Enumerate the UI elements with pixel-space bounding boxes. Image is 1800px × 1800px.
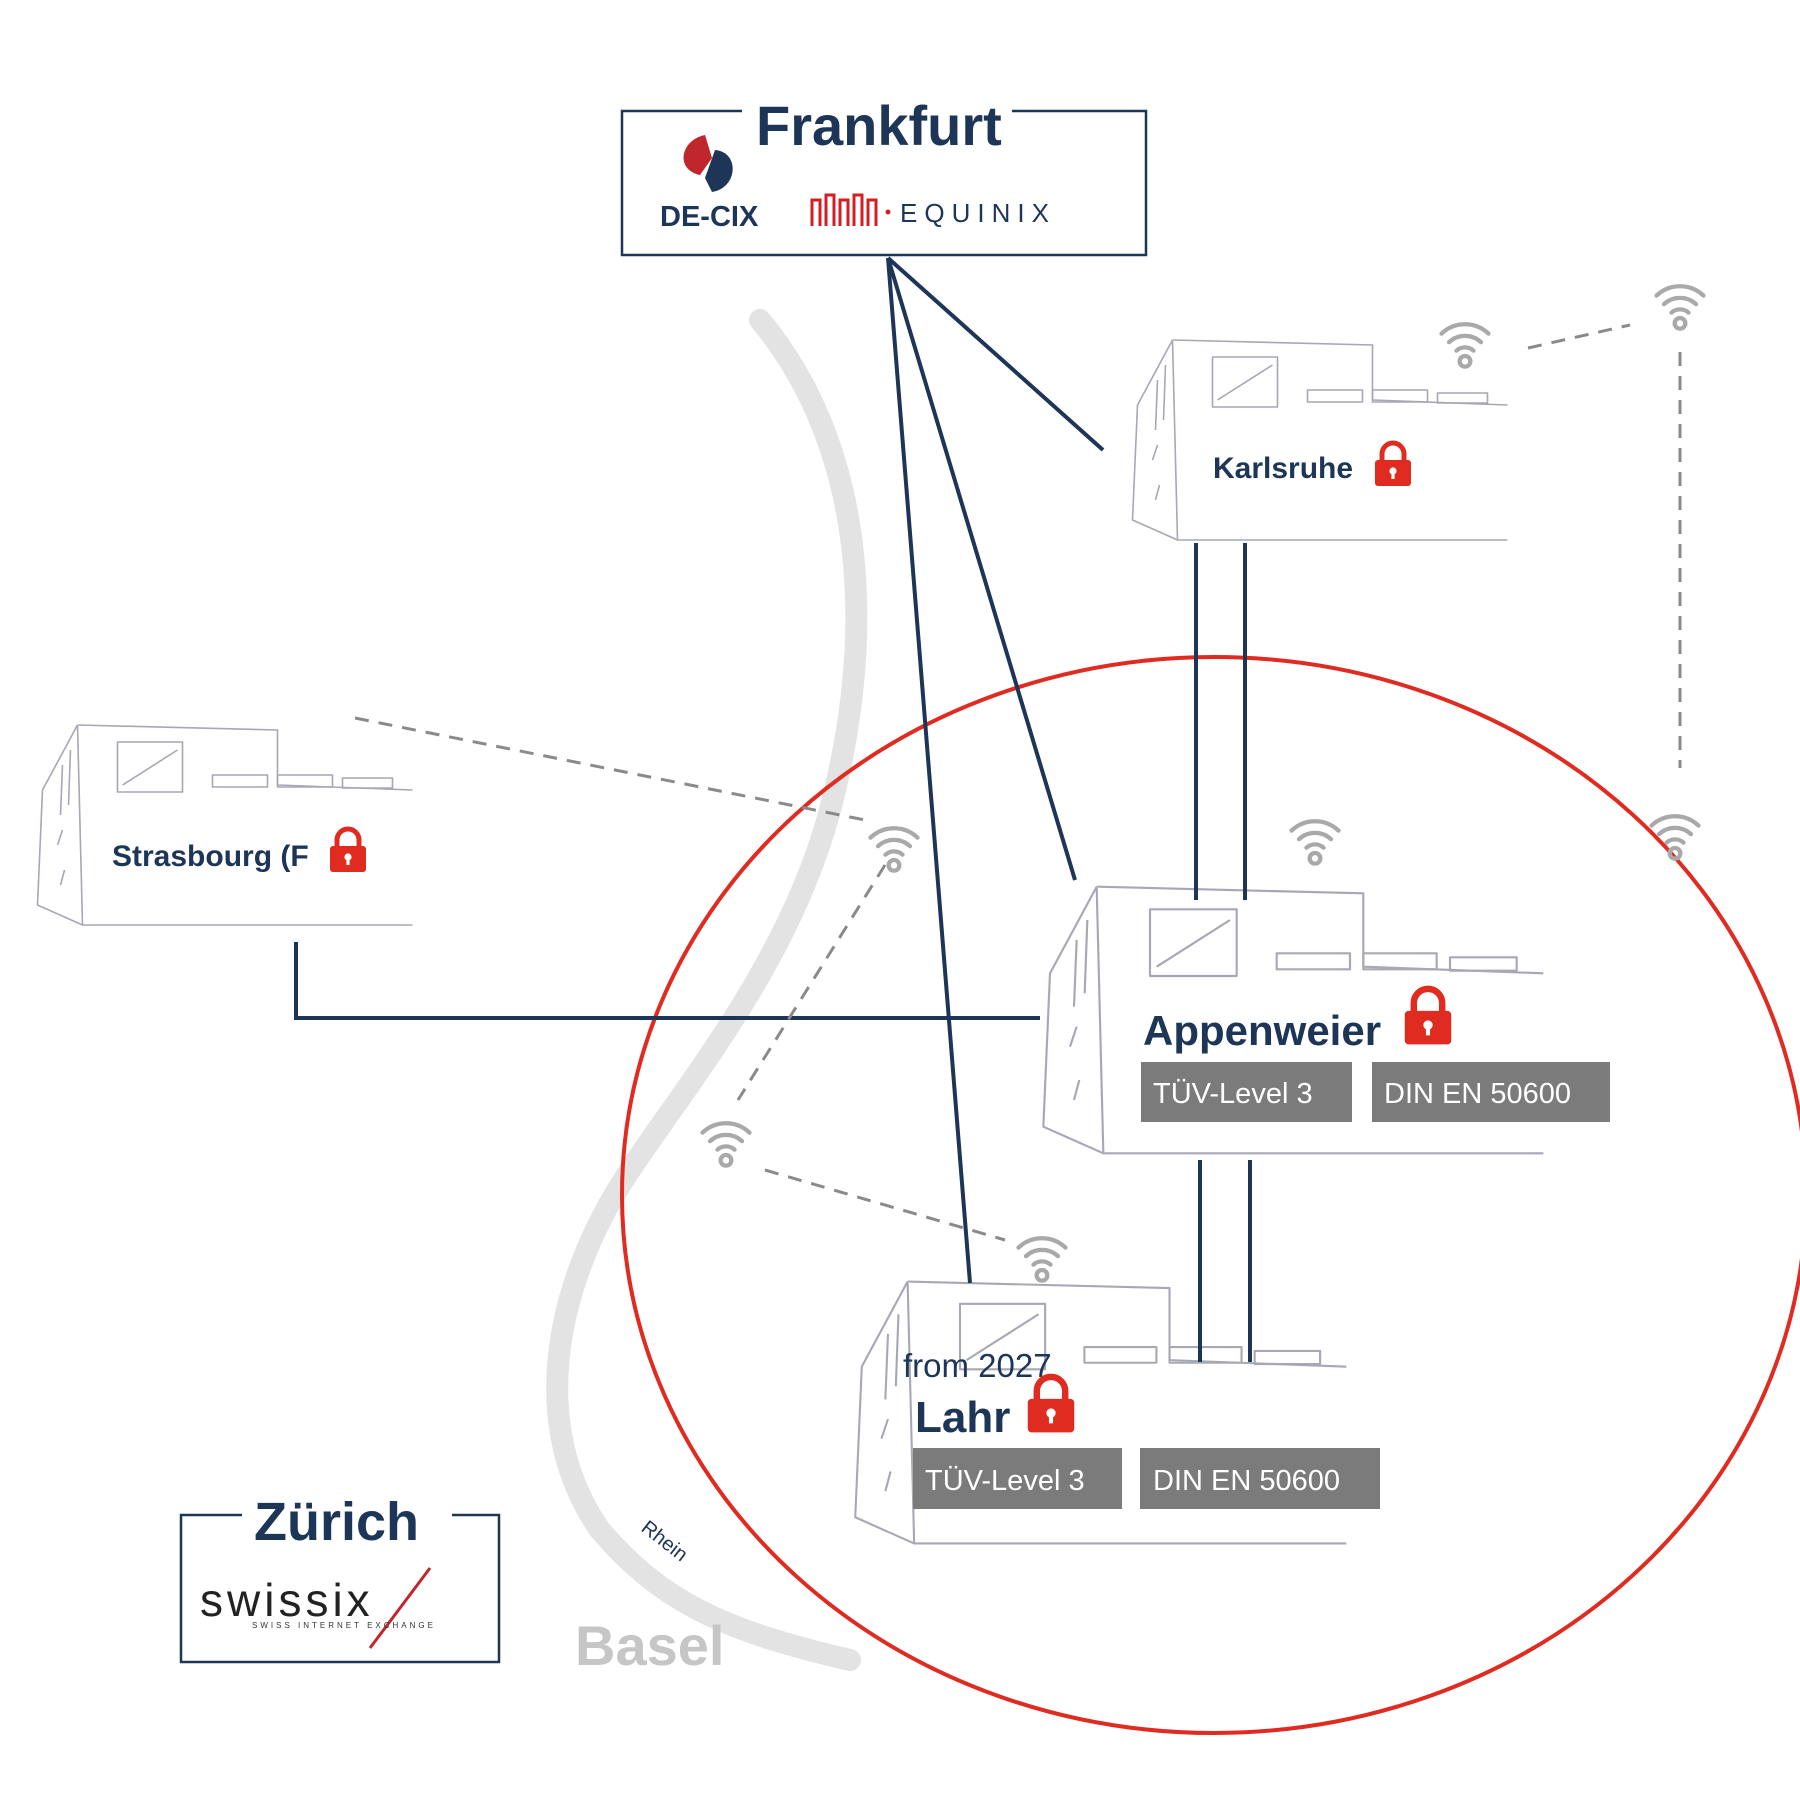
lahr-badge: TÜV-Level 3 xyxy=(913,1448,1122,1509)
badge-label: DIN EN 50600 xyxy=(1153,1465,1340,1497)
region-circle xyxy=(620,655,1800,1735)
wifi-icon xyxy=(1442,324,1489,366)
lahr-note: from 2027 xyxy=(903,1347,1052,1384)
lahr-label: Lahr xyxy=(915,1393,1010,1442)
wifi-icon xyxy=(703,1123,750,1165)
frankfurt-hub: Frankfurt DE-CIX EQUINIX xyxy=(620,90,1148,257)
swissix-logo-text: swissix xyxy=(200,1574,374,1626)
zurich-hub: Zürich swissix SWISS INTERNET EXCHANGE xyxy=(179,1490,501,1664)
equinix-logo: EQUINIX xyxy=(810,193,1056,228)
wireless-links xyxy=(354,323,1682,1242)
swissix-logo-sub: SWISS INTERNET EXCHANGE xyxy=(252,1621,436,1630)
wifi-icon xyxy=(1292,821,1339,863)
wifi-icon xyxy=(871,828,918,870)
zurich-title: Zürich xyxy=(254,1492,419,1552)
swissix-logo-slash xyxy=(368,1567,432,1649)
river-label: Rhein xyxy=(637,1517,692,1567)
decix-logo: DE-CIX xyxy=(660,135,759,233)
equinix-logo-text: EQUINIX xyxy=(900,198,1056,228)
building-icon xyxy=(1131,339,1509,541)
appenweier-label: Appenweier xyxy=(1143,1007,1381,1054)
badge-label: TÜV-Level 3 xyxy=(1153,1078,1313,1110)
rhine-river xyxy=(546,309,868,1671)
frankfurt-title: Frankfurt xyxy=(756,94,1002,157)
karlsruhe-label: Karlsruhe xyxy=(1213,452,1353,485)
building-icon xyxy=(36,724,414,926)
strasbourg-label: Strasbourg (F xyxy=(112,840,309,873)
wifi-icon xyxy=(1019,1238,1066,1280)
basel-label: Basel xyxy=(575,1614,724,1677)
lock-icon xyxy=(1375,443,1411,486)
lock-icon xyxy=(1405,989,1452,1045)
lock-icon xyxy=(330,829,366,872)
appenweier-badge: TÜV-Level 3 xyxy=(1141,1062,1352,1122)
badge-label: TÜV-Level 3 xyxy=(925,1465,1085,1497)
wifi-icon xyxy=(1657,286,1704,328)
badge-label: DIN EN 50600 xyxy=(1384,1078,1571,1110)
lahr-badge: DIN EN 50600 xyxy=(1140,1448,1380,1509)
decix-logo-text: DE-CIX xyxy=(660,201,759,233)
appenweier-badge: DIN EN 50600 xyxy=(1372,1062,1610,1122)
fiber-links xyxy=(294,256,1252,1362)
